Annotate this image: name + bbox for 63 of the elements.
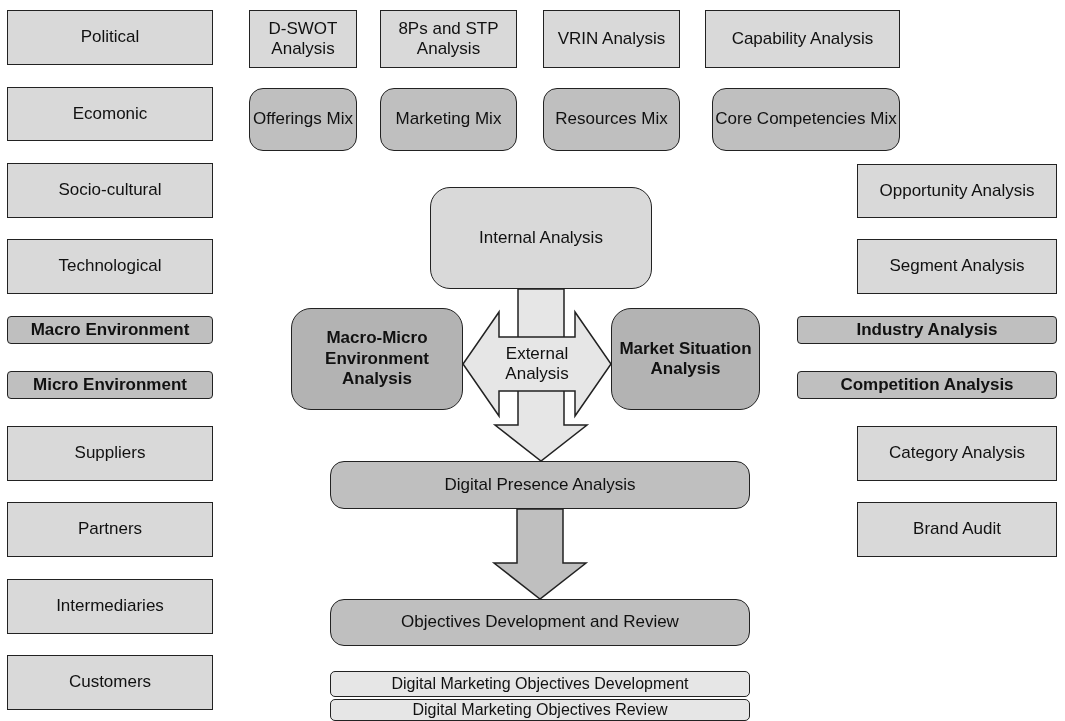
process-box	[7, 579, 213, 634]
box-label: Political	[80, 27, 140, 48]
box-label: Ecomonic	[72, 103, 148, 125]
process-box	[330, 699, 750, 721]
box-label: Brand Audit	[913, 519, 1001, 540]
box-label: Macro Environment	[30, 319, 190, 341]
process-box	[330, 671, 750, 697]
box-label: Resources Mix	[555, 109, 668, 130]
process-box	[543, 10, 680, 68]
box-label: Suppliers	[74, 443, 146, 464]
process-box	[330, 599, 750, 646]
box-label: Digital Marketing Objectives Review	[412, 700, 668, 720]
box-label: Marketing Mix	[395, 109, 502, 130]
box-label: Partners	[77, 519, 143, 540]
process-box	[7, 655, 213, 710]
process-box	[7, 239, 213, 294]
box-label: Customers	[68, 672, 152, 693]
block-arrow	[491, 508, 589, 600]
process-box	[7, 316, 213, 344]
box-label: Market Situation Analysis	[618, 338, 753, 380]
process-box	[857, 502, 1057, 557]
box-label: Macro-Micro Environment Analysis	[324, 328, 430, 390]
box-label: D-SWOT Analysis	[267, 18, 339, 60]
box-label: Segment Analysis	[889, 256, 1025, 277]
process-box	[857, 426, 1057, 481]
process-box	[857, 239, 1057, 294]
process-box	[712, 88, 900, 151]
box-label: Digital Presence Analysis	[444, 474, 636, 496]
box-label: 8Ps and STP Analysis	[397, 18, 500, 60]
box-label: Competition Analysis	[840, 374, 1014, 396]
box-label: Offerings Mix	[253, 109, 353, 130]
process-box	[797, 316, 1057, 344]
process-box	[380, 10, 517, 68]
process-box	[857, 164, 1057, 218]
box-label: Technological	[58, 256, 162, 277]
box-label: Objectives Development and Review	[401, 612, 679, 633]
box-label: Micro Environment	[33, 374, 187, 396]
process-box	[543, 88, 680, 151]
box-label: Intermediaries	[56, 596, 164, 617]
box-label: Internal Analysis	[479, 227, 603, 249]
box-label: Socio-cultural	[58, 180, 162, 201]
process-box	[705, 10, 900, 68]
process-box	[611, 308, 760, 410]
box-label: Opportunity Analysis	[879, 180, 1035, 202]
process-box	[7, 87, 213, 141]
process-box	[380, 88, 517, 151]
process-box	[7, 163, 213, 218]
process-box	[249, 88, 357, 151]
box-label: Capability Analysis	[731, 28, 874, 50]
process-box	[430, 187, 652, 289]
process-box	[291, 308, 463, 410]
process-box	[7, 371, 213, 399]
process-box	[7, 502, 213, 557]
process-box	[330, 461, 750, 509]
box-label: Category Analysis	[888, 443, 1026, 464]
process-box	[7, 10, 213, 65]
process-box	[7, 426, 213, 481]
box-label: VRIN Analysis	[557, 28, 666, 50]
process-box	[249, 10, 357, 68]
box-label: Industry Analysis	[856, 319, 998, 341]
box-label: Core Competencies Mix	[715, 109, 897, 130]
process-box	[797, 371, 1057, 399]
box-label: Digital Marketing Objectives Development	[391, 674, 689, 694]
